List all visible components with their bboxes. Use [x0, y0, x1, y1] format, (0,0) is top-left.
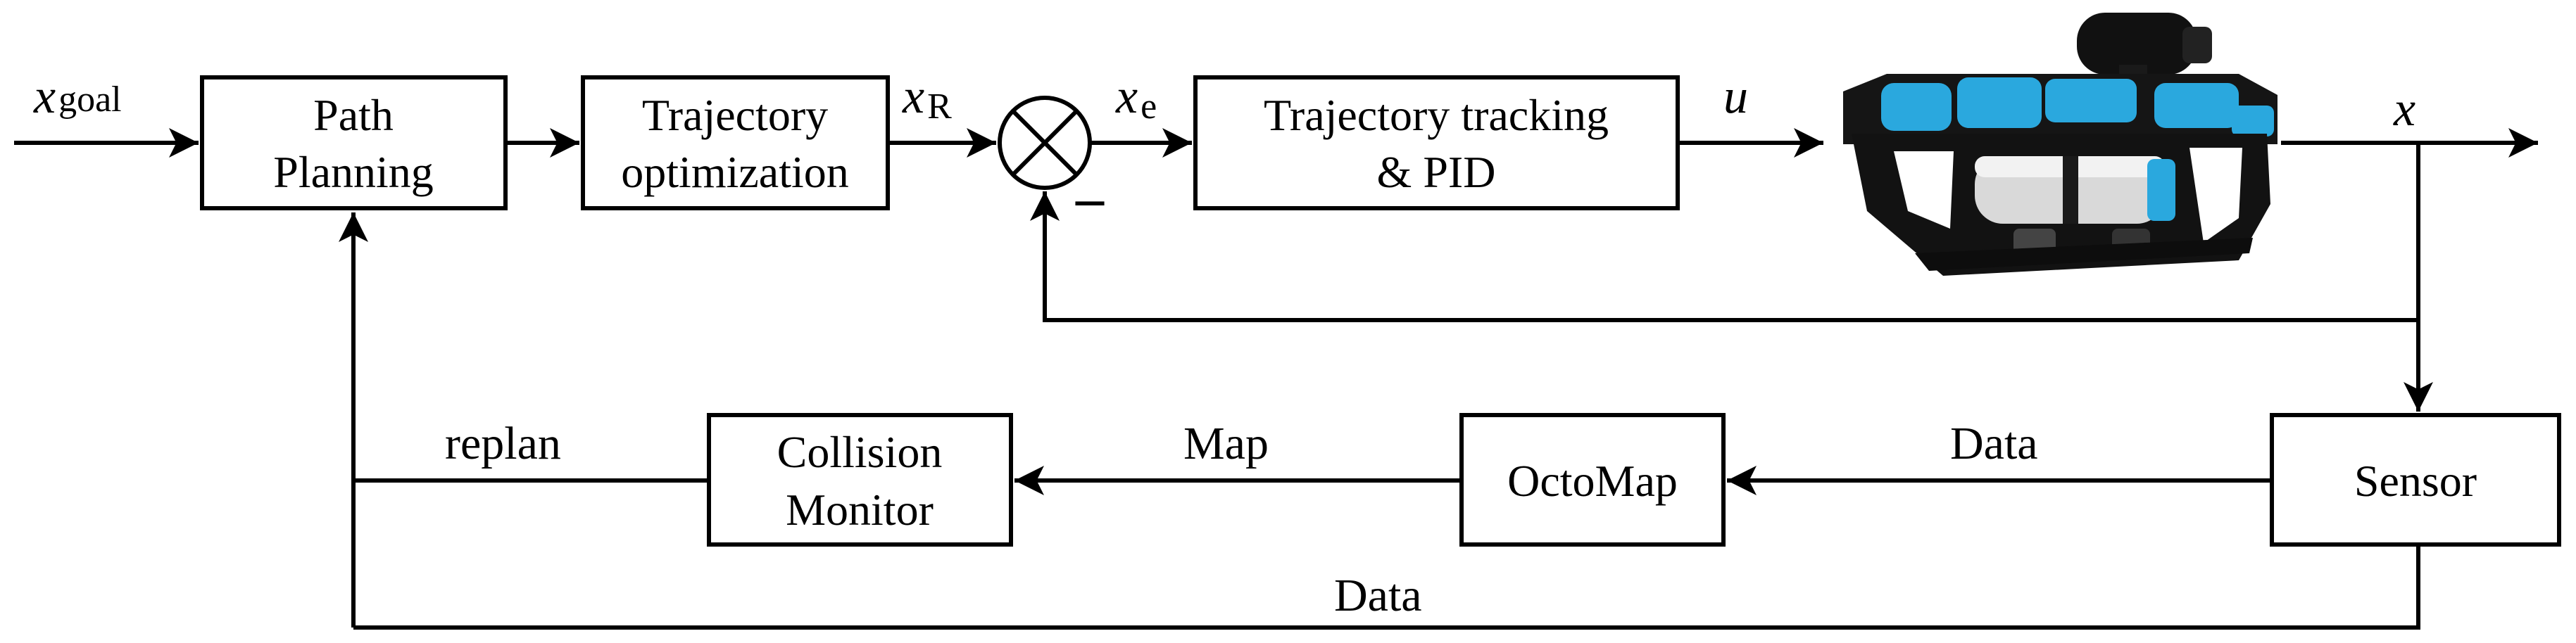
path-planning-line-2: Planning	[273, 147, 434, 197]
summing-junction-icon	[998, 96, 1092, 190]
path-planning-line-1: Path	[313, 90, 394, 140]
minus-sign: –	[1075, 167, 1105, 229]
tracking-line-1: Trajectory tracking	[1264, 90, 1609, 140]
edge-label-data-sensor: Data	[1950, 418, 2038, 469]
signal-x-e: xe	[1115, 70, 1157, 127]
block-sensor: Sensor	[2270, 413, 2561, 547]
block-octomap: OctoMap	[1459, 413, 1726, 547]
trajectory-optimization-line-1: Trajectory	[642, 90, 828, 140]
signal-x-r: xR	[902, 70, 952, 127]
block-trajectory-tracking-pid: Trajectory tracking & PID	[1193, 75, 1680, 210]
octomap-label: OctoMap	[1507, 456, 1678, 506]
edge-label-data-bottom: Data	[1334, 570, 1422, 621]
feedback-edges	[339, 143, 2433, 630]
block-trajectory-optimization: Trajectory optimization	[581, 75, 890, 210]
block-path-planning: Path Planning	[200, 75, 508, 210]
signal-x: x	[2393, 82, 2415, 136]
edge-state-feedback-to-junction	[1030, 143, 2420, 322]
underwater-rov-icon	[1843, 13, 2277, 276]
edge-sensor-data-bottom	[353, 545, 2420, 630]
edge-label-replan: replan	[445, 418, 561, 469]
trajectory-optimization-line-2: optimization	[621, 147, 849, 197]
tracking-line-2: & PID	[1377, 147, 1496, 197]
signal-x-goal: xgoal	[33, 70, 122, 124]
sensor-label: Sensor	[2354, 456, 2477, 506]
block-collision-monitor: Collision Monitor	[707, 413, 1013, 547]
collision-monitor-line-2: Monitor	[786, 485, 934, 535]
signal-u: u	[1723, 70, 1748, 124]
collision-monitor-line-1: Collision	[777, 427, 943, 477]
edge-label-map: Map	[1183, 418, 1269, 469]
